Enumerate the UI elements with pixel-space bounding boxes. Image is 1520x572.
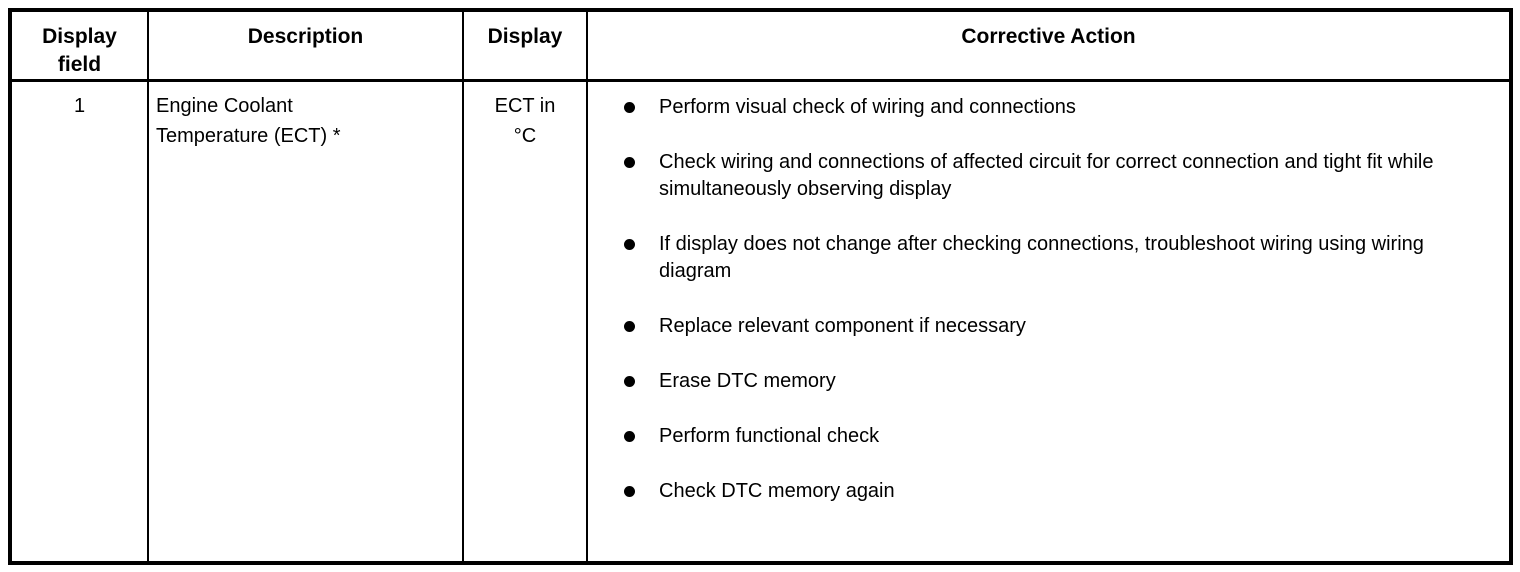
corrective-action-text: Replace relevant component if necessary: [659, 315, 1026, 337]
cell-corrective-action: Perform visual check of wiring and conne…: [586, 79, 1512, 564]
cell-description: Engine Coolant Temperature (ECT) *: [147, 79, 464, 564]
cell-display-value: ECT in °C: [462, 79, 588, 564]
corrective-action-text: Perform visual check of wiring and conne…: [659, 96, 1076, 118]
bullet-icon: [624, 321, 635, 332]
corrective-action-text: Perform functional check: [659, 425, 880, 447]
table-header-row: Display field Description Display Correc…: [9, 9, 1512, 82]
header-corrective-action: Corrective Action: [586, 9, 1512, 82]
bullet-icon: [624, 102, 635, 113]
bullet-icon: [624, 486, 635, 497]
table-row: 1 Engine Coolant Temperature (ECT) * ECT…: [9, 79, 1512, 564]
bullet-icon: [624, 376, 635, 387]
corrective-action-list: Perform visual check of wiring and conne…: [624, 94, 1479, 505]
corrective-action-item: Perform functional check: [624, 423, 1479, 450]
bullet-icon: [624, 239, 635, 250]
corrective-action-item: Perform visual check of wiring and conne…: [624, 94, 1479, 121]
corrective-action-item: Replace relevant component if necessary: [624, 313, 1479, 340]
cell-display-field: 1: [9, 79, 149, 564]
corrective-action-item: Erase DTC memory: [624, 368, 1479, 395]
header-display: Display: [462, 9, 588, 82]
corrective-action-text: Check wiring and connections of affected…: [659, 151, 1434, 200]
bullet-icon: [624, 157, 635, 168]
corrective-action-text: Check DTC memory again: [659, 480, 895, 502]
corrective-action-text: Erase DTC memory: [659, 370, 836, 392]
corrective-action-item: Check wiring and connections of affected…: [624, 149, 1479, 203]
corrective-action-item: If display does not change after checkin…: [624, 231, 1479, 285]
bullet-icon: [624, 431, 635, 442]
corrective-action-text: If display does not change after checkin…: [659, 233, 1424, 282]
corrective-action-table: Display field Description Display Correc…: [8, 8, 1513, 565]
corrective-action-item: Check DTC memory again: [624, 478, 1479, 505]
header-description: Description: [147, 9, 464, 82]
header-display-field: Display field: [9, 9, 149, 82]
